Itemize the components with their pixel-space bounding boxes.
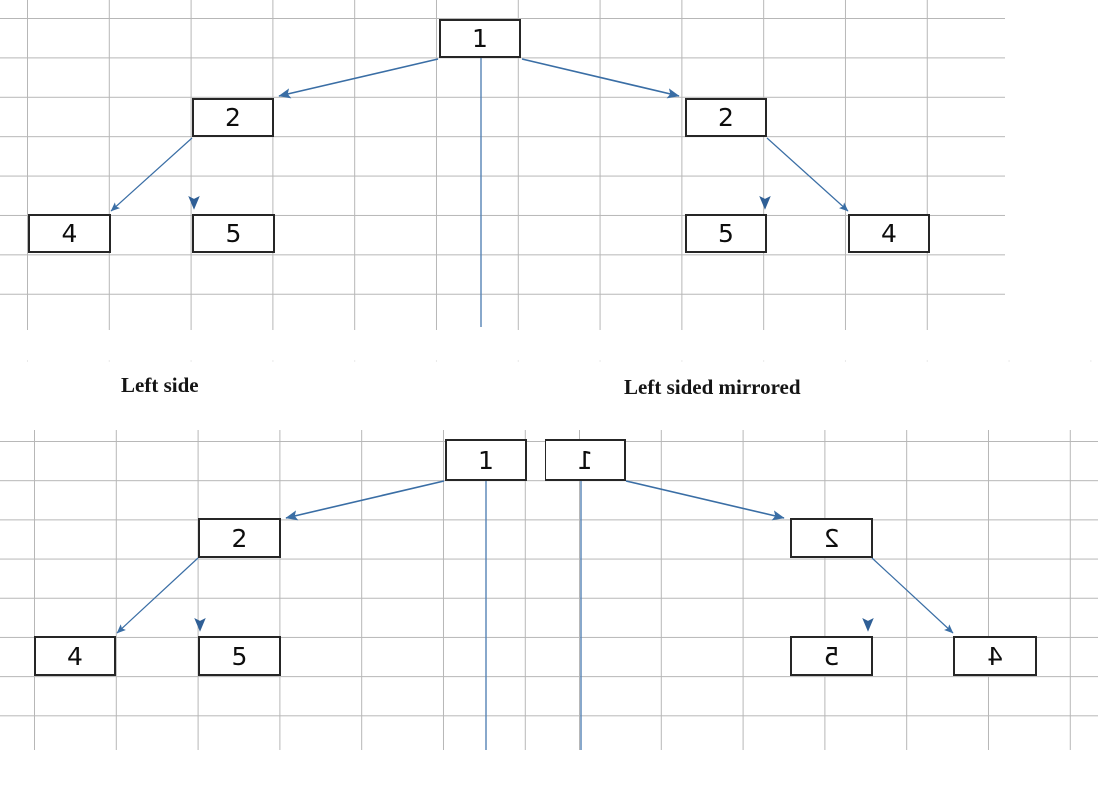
node-bl-root[interactable]: 1 [445,439,527,481]
node-bl-4[interactable]: 4 [34,636,116,676]
node-br-root[interactable]: 1 [545,439,626,481]
caption-strip [0,330,1098,430]
node-top-left-4[interactable]: 4 [28,214,111,253]
edge-right2-to-4 [766,137,849,212]
node-top-right-4[interactable]: 4 [848,214,930,253]
caption-left-mirrored: Left sided mirrored [624,375,801,399]
edge-m-root-to-2 [625,480,785,521]
edge-b-root-to-2 [285,480,445,521]
node-bl-5[interactable]: 5 [198,636,281,676]
bottom-right-diagram-panel: 1 2 5 4 [545,430,1098,750]
bottom-left-diagram-panel: 1 2 4 5 [0,430,545,750]
node-top-right-2[interactable]: 2 [685,98,767,137]
node-top-root[interactable]: 1 [439,19,521,58]
node-br-2[interactable]: 2 [790,518,873,558]
edge-b-2-to-4 [116,557,199,634]
node-br-5[interactable]: 5 [790,636,873,676]
node-br-4[interactable]: 4 [953,636,1037,676]
edge-root-to-right-2 [521,58,680,99]
grid-dots-remnant [0,360,1098,362]
edge-left2-to-4 [110,137,193,212]
node-bl-2[interactable]: 2 [198,518,281,558]
node-top-left-5[interactable]: 5 [192,214,275,253]
edge-root-to-left-2 [278,58,439,99]
top-diagram-panel: 1 2 4 5 2 5 4 [0,0,1005,330]
node-top-left-2[interactable]: 2 [192,98,274,137]
node-top-right-5[interactable]: 5 [685,214,767,253]
caption-left-side: Left side [121,373,199,397]
bottom-right-diagram-edges [580,480,954,750]
edge-m-2-to-4 [871,557,954,634]
